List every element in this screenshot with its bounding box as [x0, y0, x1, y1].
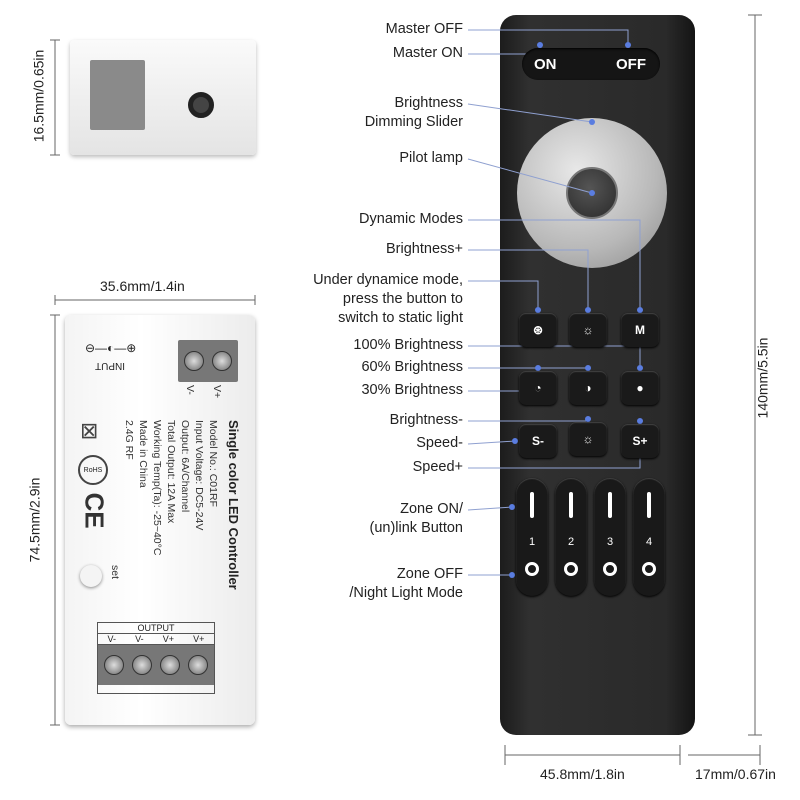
zone-1-button[interactable]: 1 — [516, 478, 548, 596]
input-label: INPUT — [95, 360, 125, 371]
polarity-symbol: ⊖—◐—⊕ — [85, 341, 137, 355]
callout-label: Master OFF — [385, 21, 463, 37]
callout-label: Speed- — [416, 435, 463, 451]
callout-label: Brightness+ — [386, 241, 463, 257]
zone-2-button[interactable]: 2 — [555, 478, 587, 596]
input-terminal-label: V+ — [211, 385, 223, 399]
remote-length-dimension: 140mm/5.5in — [754, 337, 771, 419]
weee-bin-icon: ⊠ — [80, 418, 99, 443]
input-terminal-label: V- — [184, 385, 196, 395]
zone-3-button[interactable]: 3 — [594, 478, 626, 596]
brightness-100-button[interactable]: ● — [621, 371, 659, 405]
pilot-lamp — [566, 167, 618, 219]
brightness-plus-button[interactable]: ☼ — [569, 313, 607, 347]
callout-label: 30% Brightness — [361, 382, 463, 398]
callout-label: Zone ON/(un)link Button — [369, 501, 464, 536]
length-dimension: 74.5mm/2.9in — [26, 477, 43, 563]
callout-label: Pilot lamp — [399, 150, 463, 166]
brightness-30-button[interactable]: ◔ — [519, 371, 557, 405]
set-button[interactable] — [80, 565, 102, 587]
static-light-button[interactable]: ⊛ — [519, 313, 557, 347]
controller-title: Single color LED Controller — [226, 420, 241, 590]
ce-mark: CE — [79, 492, 110, 529]
rohs-icon: RoHS — [78, 455, 108, 485]
zone-4-button[interactable]: 4 — [633, 478, 665, 596]
master-off-button[interactable]: OFF — [616, 56, 646, 73]
dc-jack — [188, 92, 214, 118]
master-on-button[interactable]: ON — [534, 56, 557, 73]
side-height-dimension: 16.5mm/0.65in — [30, 49, 47, 143]
callout-label: Master ON — [392, 45, 463, 61]
width-dimension: 35.6mm/1.4in — [100, 278, 185, 294]
callout-label: 100% Brightness — [353, 337, 463, 353]
callout-label: Speed+ — [412, 459, 463, 475]
speed-plus-button[interactable]: S+ — [621, 424, 659, 458]
set-label: set — [109, 565, 121, 580]
output-terminal-block: OUTPUT V-V-V+V+ — [97, 622, 215, 694]
speed-minus-button[interactable]: S- — [519, 424, 557, 458]
master-switch: ON OFF — [522, 48, 660, 80]
remote-depth-dimension: 17mm/0.67in — [695, 766, 776, 782]
terminal-block — [90, 60, 145, 130]
callout-label: Zone OFF/Night Light Mode — [349, 566, 463, 601]
brightness-minus-button[interactable]: ☼ — [569, 422, 607, 456]
brightness-60-button[interactable]: ◑ — [569, 371, 607, 405]
callout-label: Dynamic Modes — [359, 211, 463, 227]
dynamic-modes-button[interactable]: M — [621, 313, 659, 347]
input-terminal-block — [178, 340, 238, 382]
remote-width-dimension: 45.8mm/1.8in — [540, 766, 625, 782]
callout-label: Brightness- — [389, 412, 463, 428]
callout-label: 60% Brightness — [361, 359, 463, 375]
